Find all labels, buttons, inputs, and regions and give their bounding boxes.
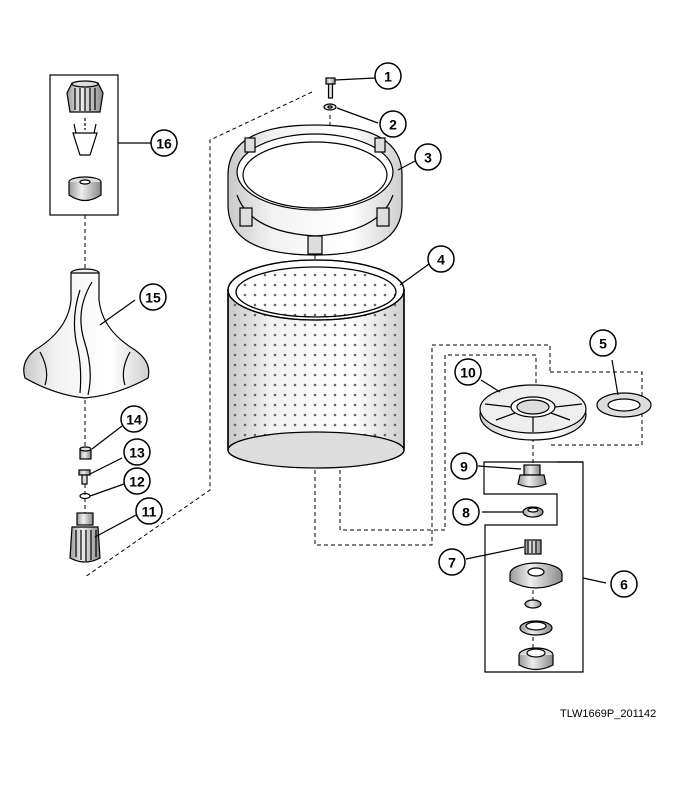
callout-number: 2 <box>389 117 397 133</box>
callout-number: 6 <box>620 577 628 593</box>
callout-circle <box>454 358 482 386</box>
callout-circle <box>427 245 455 273</box>
part-9-hub-nut <box>517 464 547 488</box>
callout-circle <box>120 405 148 433</box>
callout-circle <box>450 452 478 480</box>
callout-5: 5 <box>589 329 617 357</box>
callout-12: 12 <box>123 467 151 495</box>
callout-circle <box>123 467 151 495</box>
callout-4: 4 <box>427 245 455 273</box>
part-2-washer <box>323 103 337 111</box>
callout-16: 16 <box>150 129 178 157</box>
part-13-bolt <box>78 469 91 485</box>
callout-number: 12 <box>129 474 145 490</box>
part-15-agitator <box>23 268 150 399</box>
callout-number: 13 <box>129 445 145 461</box>
callout-7: 7 <box>438 548 466 576</box>
callout-circle <box>438 548 466 576</box>
callout-number: 9 <box>460 459 468 475</box>
part-6-drive-components <box>509 562 563 671</box>
callout-1: 1 <box>374 62 402 90</box>
callout-circle <box>452 498 480 526</box>
callout-circle <box>123 438 151 466</box>
callout-15: 15 <box>139 283 167 311</box>
callout-number: 4 <box>437 252 445 268</box>
callout-number: 10 <box>460 365 476 381</box>
callout-14: 14 <box>120 405 148 433</box>
callout-10: 10 <box>454 358 482 386</box>
callout-circle <box>135 497 163 525</box>
callout-number: 11 <box>142 504 157 520</box>
callout-9: 9 <box>450 452 478 480</box>
callout-11: 11 <box>135 497 163 525</box>
part-1-bolt <box>325 77 336 99</box>
part-6-mechanism-kit-bracket <box>483 461 584 673</box>
callout-circle <box>610 570 638 598</box>
part-14-bushing <box>79 446 92 460</box>
part-10-hub-flange <box>479 384 587 441</box>
part-16-agitator-cap-kit <box>49 74 119 216</box>
callout-number: 8 <box>462 505 470 521</box>
drawing-code: TLW1669P_201142 <box>560 708 657 720</box>
leader-lines <box>89 77 619 584</box>
part-11-drive-bell <box>69 512 101 563</box>
callout-8: 8 <box>452 498 480 526</box>
callout-number: 14 <box>126 412 142 428</box>
callout-number: 3 <box>424 150 432 166</box>
callout-circle <box>139 283 167 311</box>
callout-circle <box>414 143 442 171</box>
callout-circle <box>589 329 617 357</box>
part-7-spline-gear <box>524 539 542 555</box>
callout-number: 15 <box>145 290 161 306</box>
callout-2: 2 <box>379 110 407 138</box>
callout-13: 13 <box>123 438 151 466</box>
part-5-seal <box>596 392 652 418</box>
part-4-spin-basket <box>227 259 405 469</box>
callout-circle <box>150 129 178 157</box>
callout-circle <box>374 62 402 90</box>
callout-number: 5 <box>599 336 607 352</box>
part-8-bearing <box>522 506 544 518</box>
callout-number: 16 <box>156 136 172 152</box>
callout-3: 3 <box>414 143 442 171</box>
callout-circle <box>379 110 407 138</box>
callout-6: 6 <box>610 570 638 598</box>
callout-number: 7 <box>448 555 456 571</box>
part-3-balance-ring <box>227 124 403 256</box>
callout-number: 1 <box>384 69 392 85</box>
